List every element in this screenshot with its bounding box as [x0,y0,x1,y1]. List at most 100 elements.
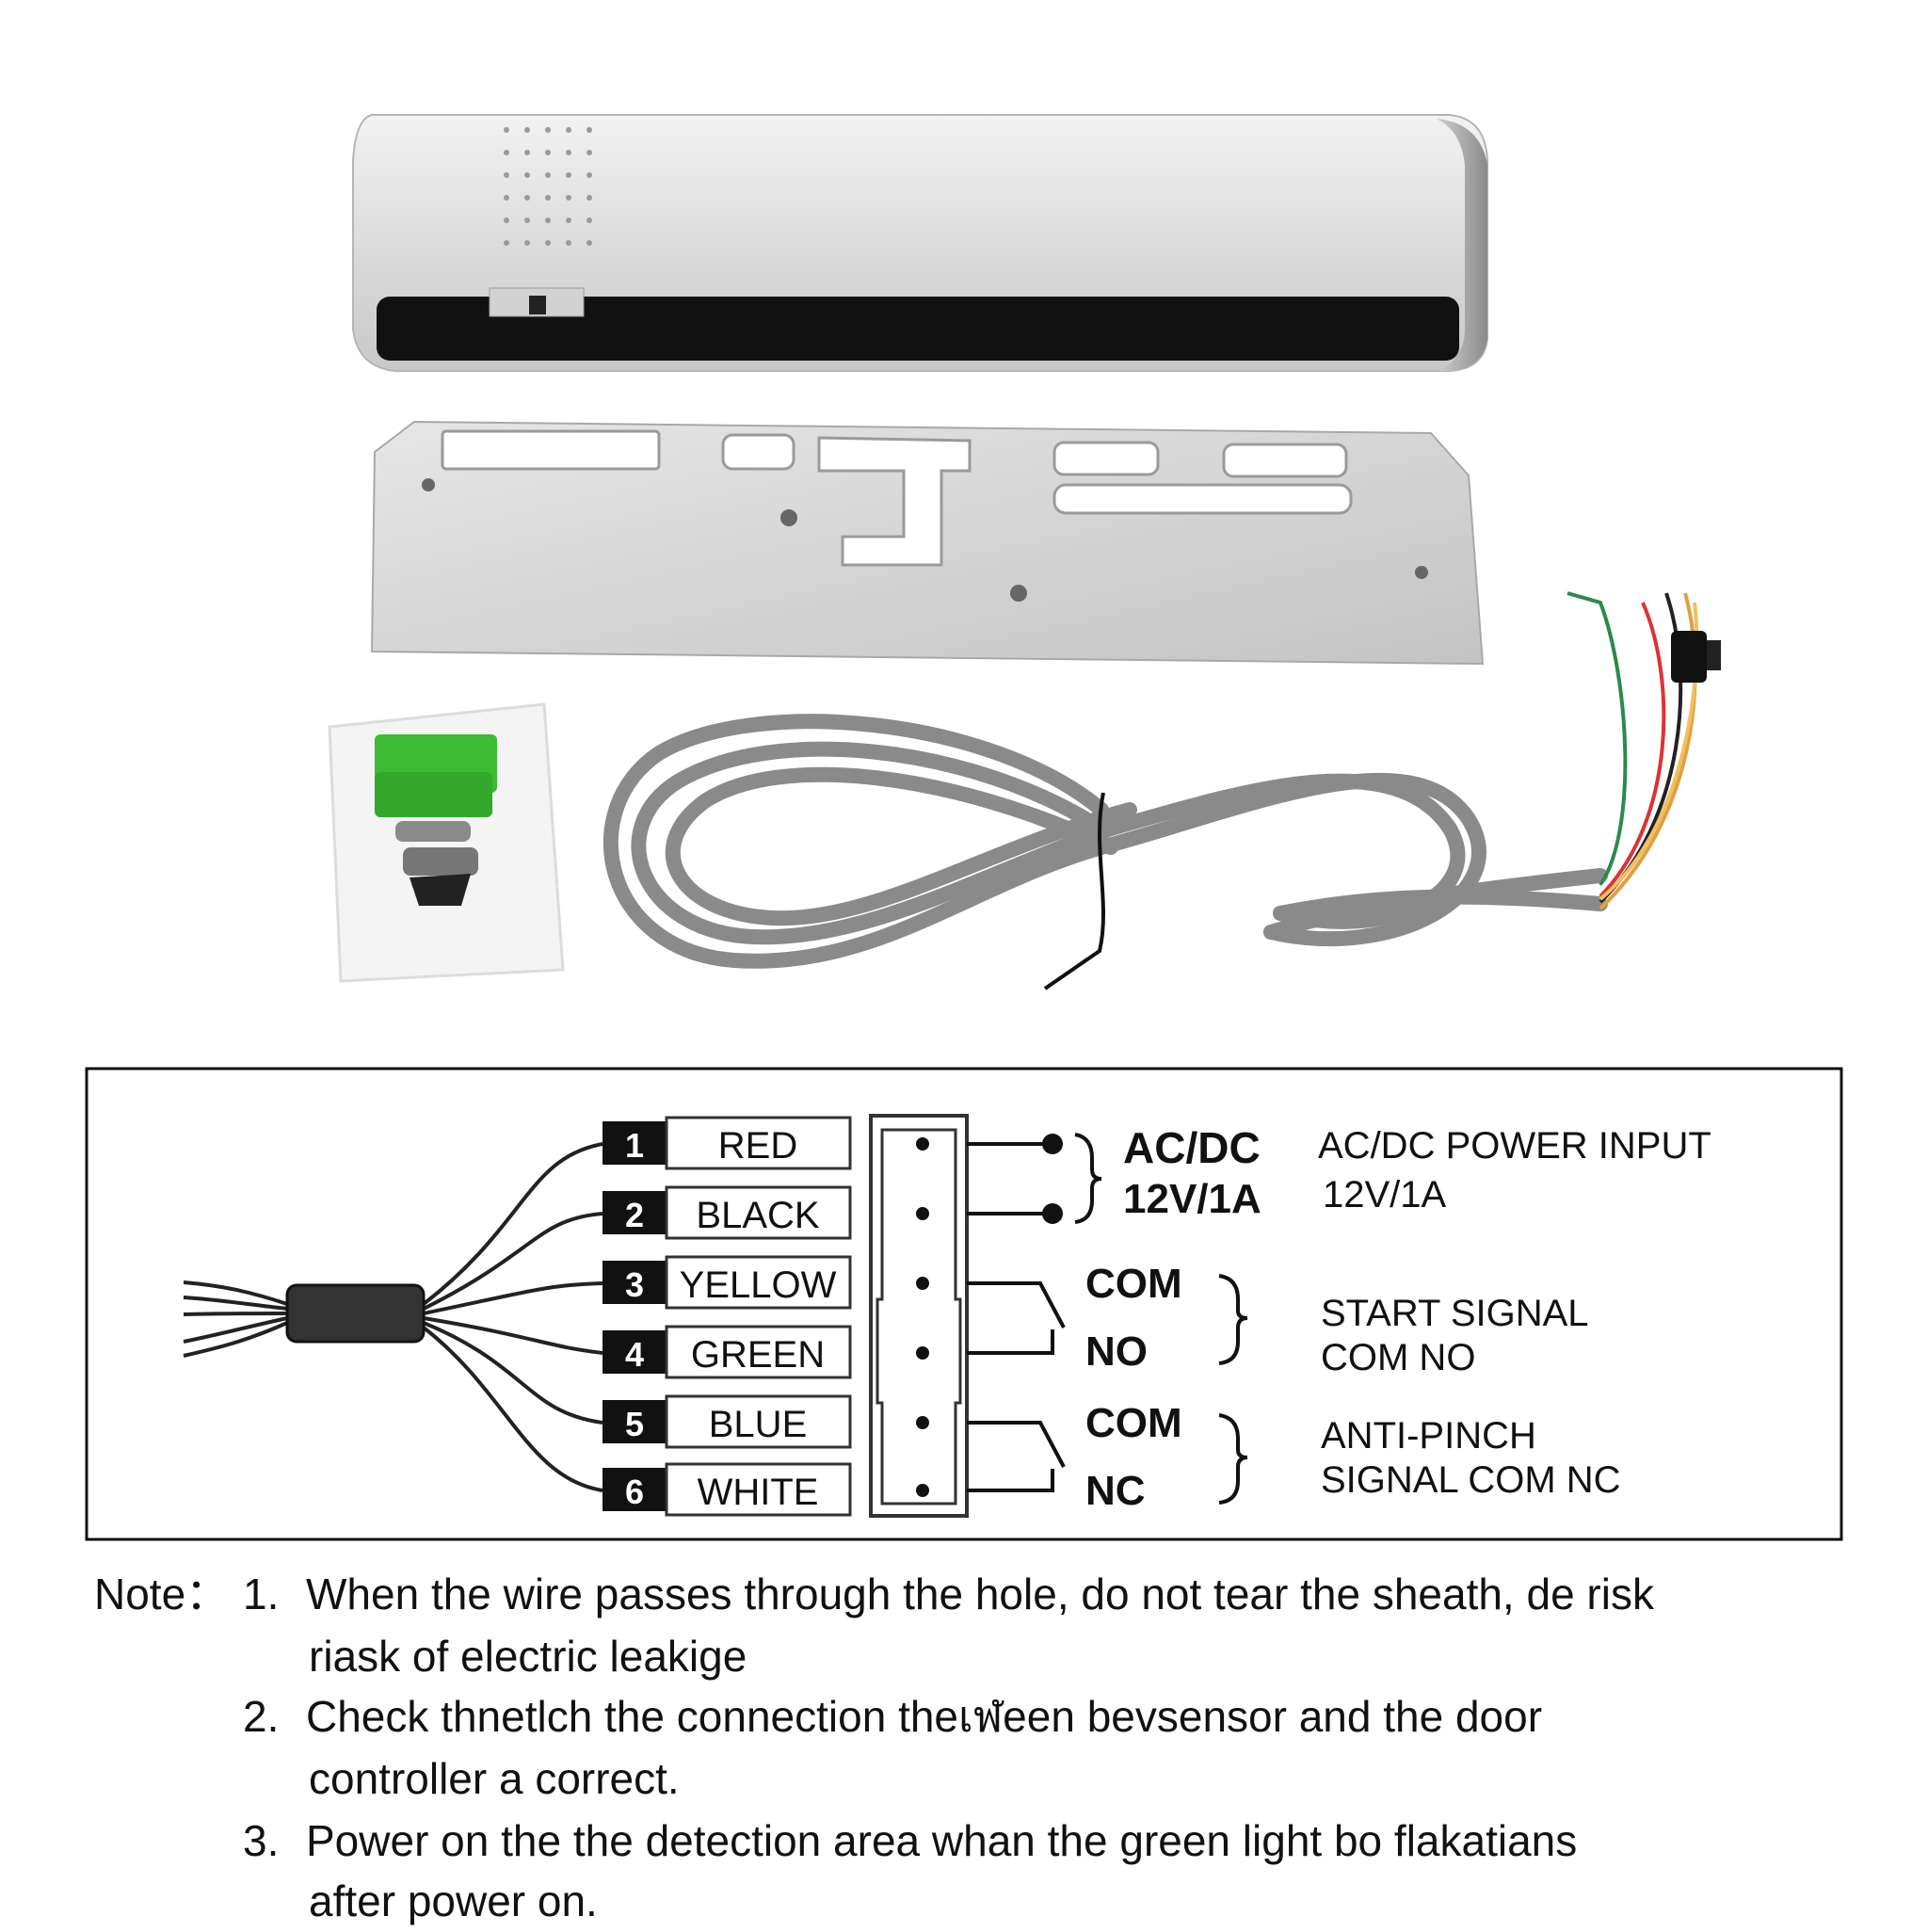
speaker-dot [504,195,509,201]
speaker-dot [586,240,592,246]
pin-color-box [665,1255,852,1310]
speaker-dot [504,127,509,133]
anti-pinch-desc-line1: ANTI-PINCH [1321,1415,1536,1457]
pin-number-badge [602,1191,667,1234]
pin-number-badge [602,1330,667,1374]
speaker-dot [524,150,530,155]
anti-pinch-nc-label: NC [1085,1468,1146,1514]
note-3-line2: after power on. [309,1876,598,1925]
speaker-dot [504,217,509,223]
pin-color-label: WHITE [698,1472,819,1513]
sensor-housing [352,114,1488,372]
wire-bundle [183,1142,603,1492]
speaker-dot [566,217,571,223]
pin-row: 6 WHITE [602,1462,852,1517]
terminal-block [869,1114,969,1518]
terminal-pin [916,1137,929,1151]
speaker-dot [586,172,592,178]
speaker-dot [545,217,551,223]
anti-pinch-com-label: COM [1085,1400,1182,1446]
pin-number: 1 [625,1126,644,1165]
terminal-pin [916,1277,929,1290]
speaker-dot [504,172,509,178]
cable-coil [602,714,1608,969]
speaker-dot [545,195,551,201]
pin-number-badge [602,1261,667,1304]
pin-number: 2 [625,1196,644,1234]
speaker-dot [524,172,530,178]
note-1-number: 1. [243,1570,280,1618]
power-terminal-1 [1042,1134,1063,1154]
wire-leads [1566,591,1699,910]
pin-color-label: YELLOW [680,1264,837,1306]
start-desc-line1: START SIGNAL [1321,1293,1589,1334]
note-3-number: 3. [243,1816,280,1865]
start-desc-line2: COM NO [1321,1337,1475,1378]
speaker-dot [586,150,592,155]
speaker-dot [504,240,509,246]
speaker-dot [586,127,592,133]
power-desc-line2: 12V/1A [1323,1174,1447,1216]
pin-color-label: BLACK [696,1195,819,1236]
speaker-dot [524,217,530,223]
speaker-dot [586,217,592,223]
pin-color-label: GREEN [691,1334,825,1376]
speaker-dot [566,195,571,201]
pin-row: 3 YELLOW [602,1255,852,1310]
terminal-pin [916,1346,929,1360]
power-desc-line1: AC/DC POWER INPUT [1318,1125,1711,1167]
speaker-dot [545,127,551,133]
speaker-dot [545,240,551,246]
speaker-dot [586,195,592,201]
anti-pinch-lines [967,1413,1248,1505]
anti-pinch-desc-line2: SIGNAL COM NC [1321,1459,1621,1501]
pin-color-box [665,1325,852,1379]
pin-row: 2 BLACK [602,1185,852,1240]
terminal-pin [916,1207,929,1220]
speaker-dot [566,127,571,133]
power-label-line2: 12V/1A [1123,1176,1261,1222]
pin-number-badge [602,1400,667,1443]
note-1-line1: When the wire passes through the hole, d… [306,1570,1654,1618]
wire-connector [1671,631,1721,683]
speaker-dot [504,150,509,155]
speaker-dot [524,195,530,201]
pin-color-box [665,1462,852,1517]
speaker-dot [524,127,530,133]
pin-number-badge [602,1468,667,1511]
speaker-dot [566,172,571,178]
pin-number: 5 [625,1405,644,1443]
power-output-lines [967,1133,1102,1224]
pin-color-box [665,1394,852,1449]
start-no-label: NO [1085,1328,1148,1375]
mounting-plate [370,420,1485,666]
product-photo [328,114,1721,990]
terminal-pin [916,1484,929,1497]
wire-bundle-sleeve [285,1283,426,1344]
pin-number: 6 [625,1473,644,1511]
terminal-pin [916,1416,929,1429]
pin-row: 1 RED [602,1116,852,1170]
note-3-line1: Power on the the detection area whan the… [306,1816,1578,1865]
power-terminal-2 [1042,1203,1063,1224]
pin-color-box [665,1185,852,1240]
cable-tie [1043,792,1105,990]
notes-prefix: Note： [94,1570,230,1618]
start-com-label: COM [1085,1261,1182,1307]
pin-number-badge [602,1121,667,1165]
pin-number: 3 [625,1265,644,1304]
speaker-dot [566,240,571,246]
pin-color-box [665,1116,852,1170]
start-signal-lines [967,1274,1248,1365]
speaker-dot [545,172,551,178]
speaker-dot [545,150,551,155]
speaker-dot [524,240,530,246]
speaker-dot [566,150,571,155]
accessory-bag [328,702,565,983]
note-2-line2: controller a correct. [309,1754,680,1803]
pin-color-label: RED [718,1125,797,1167]
note-2-number: 2. [243,1692,280,1741]
